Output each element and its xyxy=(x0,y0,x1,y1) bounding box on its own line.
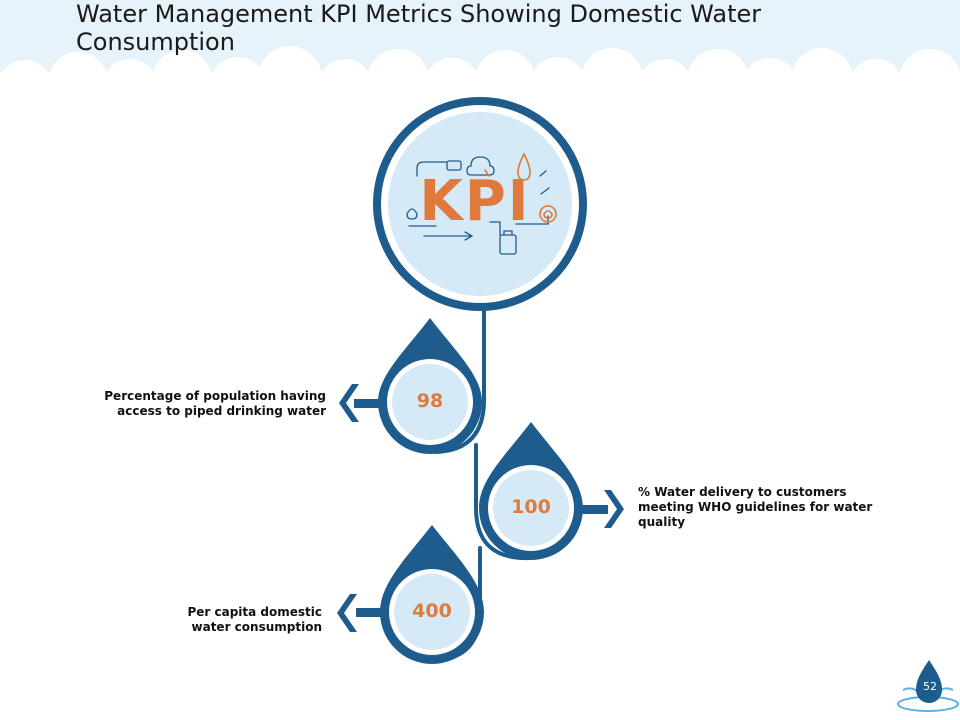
kpi-badge-text: KPI xyxy=(419,169,531,234)
drop-1 xyxy=(378,318,482,454)
chevron-right-icon xyxy=(576,490,624,528)
page-drop-icon xyxy=(897,660,959,712)
page-number: 52 xyxy=(923,680,937,693)
drop-3 xyxy=(380,525,484,664)
kpi-label-1: Percentage of population having access t… xyxy=(104,389,326,418)
kpi-value-1: 98 xyxy=(416,390,444,412)
kpi-value-2: 100 xyxy=(511,496,551,518)
kpi-value-3: 400 xyxy=(412,600,452,622)
page-title: Water Management KPI Metrics Showing Dom… xyxy=(76,0,762,56)
kpi-badge-circle xyxy=(373,97,587,311)
cloud-band xyxy=(0,0,960,116)
chevron-left-icon xyxy=(339,384,386,422)
kpi-label-2: % Water delivery to customers meeting WH… xyxy=(638,485,873,529)
chevron-left-icon xyxy=(337,594,386,632)
drop-2 xyxy=(479,422,583,560)
kpi-label-3: Per capita domestic water consumption xyxy=(187,605,322,634)
